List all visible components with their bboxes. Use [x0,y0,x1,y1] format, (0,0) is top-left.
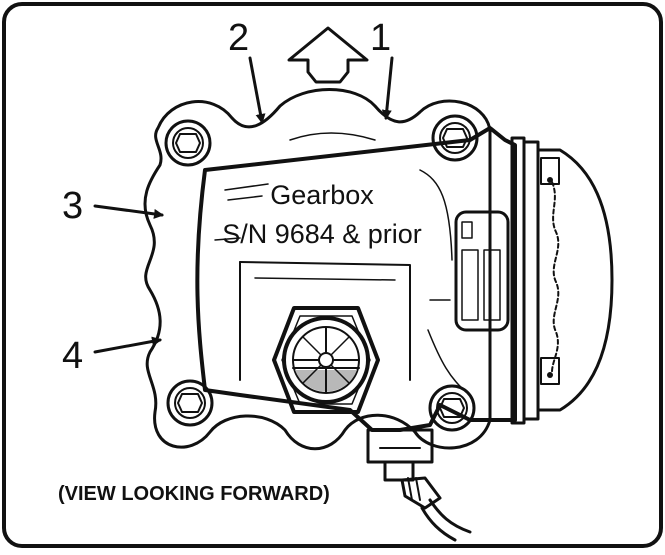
title-line-2: S/N 9684 & prior [222,219,422,249]
callout-2: 2 [228,17,266,124]
callout-1: 1 [370,17,394,120]
drain-fitting-icon [366,428,472,542]
callout-arrow [381,56,394,120]
callout-label: 1 [370,17,391,59]
mounting-flange [143,88,492,451]
callout-label: 3 [62,185,83,227]
callout-arrow [248,56,266,124]
callout-3: 3 [62,185,164,227]
gearbox-title: Gearbox S/N 9684 & prior [222,180,422,249]
sight-glass-icon [272,306,380,414]
callout-label: 4 [62,335,83,377]
figure-border [2,2,663,548]
end-cover [510,136,614,425]
flange-arc [289,132,376,141]
callout-arrow [93,336,162,354]
title-line-1: Gearbox [270,180,374,210]
gearbox-housing [195,126,517,432]
view-note: (VIEW LOOKING FORWARD) [58,483,330,505]
callout-label: 2 [228,17,249,59]
callout-arrow [93,204,164,219]
housing-detail [214,169,471,396]
side-window [454,210,510,332]
up-arrow-icon [287,26,369,84]
callout-4: 4 [62,335,162,377]
